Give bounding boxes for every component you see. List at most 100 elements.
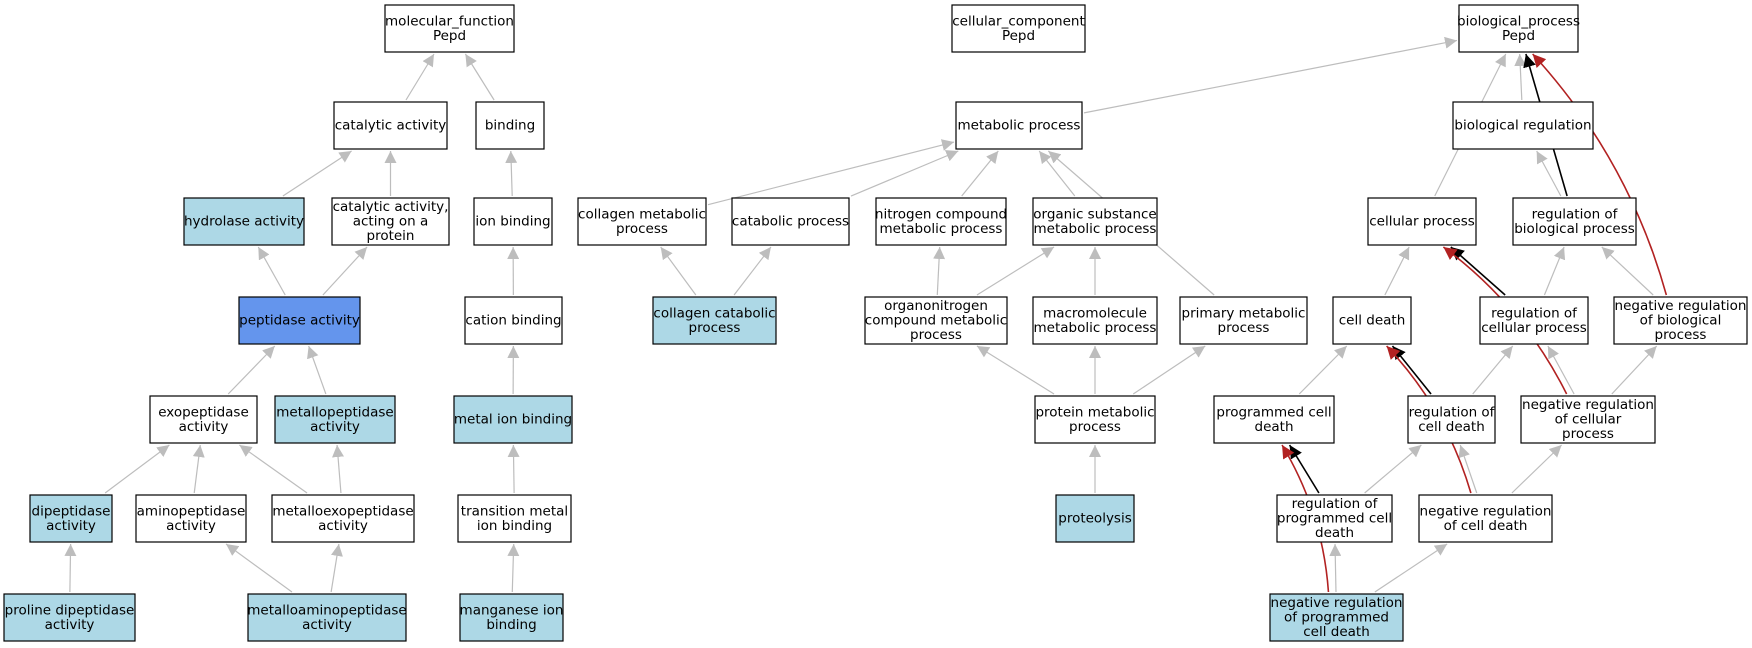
edge-is-a-organic-to-metabolic [1038, 150, 1076, 197]
edge-negatively-regulates-negbio-to-bp [1532, 53, 1668, 296]
go-term-label: process [616, 221, 668, 237]
go-term-box [135, 494, 247, 543]
go-term-label: metalloexopeptidase [272, 503, 413, 519]
go-term-label: ion binding [475, 214, 550, 230]
go-term-box [247, 593, 407, 642]
go-term-label: of biological [1640, 313, 1722, 329]
go-term-node-catalytic[interactable]: catalytic activity [333, 101, 448, 150]
go-term-box [1179, 296, 1308, 345]
go-term-label: regulation of [1292, 496, 1379, 512]
edge-is-a-transition-to-metalion [507, 444, 520, 494]
go-term-label: protein [367, 228, 415, 244]
edge-is-a-peptidase-to-catprot [322, 246, 368, 296]
go-term-box [1418, 494, 1553, 543]
go-term-box [875, 197, 1007, 246]
go-term-node-bioreg[interactable]: biological regulation [1452, 101, 1594, 150]
edge-is-a-aminopep-to-exopep [192, 444, 205, 494]
go-term-box [577, 197, 707, 246]
edge-is-a-bioreg-to-bp [1514, 53, 1527, 101]
go-term-node-ionbind[interactable]: ion binding [473, 197, 553, 246]
go-term-box [1276, 494, 1393, 543]
edge-is-a-metallopep-to-peptidase [307, 345, 327, 395]
go-term-box [1613, 296, 1748, 345]
go-term-box [464, 296, 563, 345]
go-term-box [1458, 4, 1579, 53]
edge-is-a-protmeta-to-organonit [976, 345, 1055, 395]
edge-is-a-nitrogen-to-metabolic [961, 150, 999, 197]
go-term-node-celldeath[interactable]: cell death [1332, 296, 1412, 345]
go-term-label: aminopeptidase [137, 503, 246, 519]
go-term-node-cation[interactable]: cation binding [464, 296, 563, 345]
go-term-box [1512, 197, 1637, 246]
go-term-node-metalion[interactable]: metal ion binding [453, 395, 573, 444]
go-term-node-catabolic[interactable]: catabolic process [731, 197, 850, 246]
go-term-node-peptidase[interactable]: peptidase activity [238, 296, 361, 345]
edge-is-a-organonit-to-nitrogen [933, 246, 946, 296]
go-term-label: metabolic process [1034, 221, 1157, 237]
go-term-box [3, 593, 136, 642]
edge-is-a-metalloexo-to-exopep [239, 444, 308, 494]
go-term-box [1479, 296, 1589, 345]
edge-is-a-metalloamino-to-metalloexo [330, 543, 343, 593]
edge-is-a-negdeath-to-regdeath [1458, 444, 1478, 494]
go-term-node-metabolic[interactable]: metabolic process [955, 101, 1083, 150]
edge-is-a-negdeath-to-negcell [1511, 444, 1563, 494]
edge-is-a-peptidase-to-hydrolase [257, 246, 286, 296]
go-term-label: biological regulation [1454, 118, 1591, 134]
go-term-label: process [910, 327, 962, 343]
edge-is-a-progdeath-to-celldeath [1298, 345, 1348, 395]
go-term-label: of cell death [1444, 518, 1528, 534]
go-term-label: Pepd [1002, 28, 1035, 44]
go-term-label: dipeptidase [32, 503, 111, 519]
go-term-label: process [1069, 419, 1121, 435]
go-term-label: collagen catabolic [653, 305, 775, 321]
go-term-label: cellular process [1481, 320, 1587, 336]
go-term-box [331, 197, 450, 246]
edge-is-a-regprog-to-regdeath [1364, 444, 1422, 494]
edge-is-a-negprog-to-negdeath [1374, 543, 1448, 593]
go-term-label: metabolic process [880, 221, 1003, 237]
go-term-box [274, 395, 396, 444]
go-term-label: process [1218, 320, 1270, 336]
go-term-label: of programmed [1284, 610, 1389, 626]
go-term-node-proteolysis[interactable]: proteolysis [1055, 494, 1135, 543]
go-term-node-cellproc[interactable]: cellular process [1367, 197, 1477, 246]
go-term-node-binding[interactable]: binding [475, 101, 545, 150]
go-term-label: regulation of [1532, 206, 1619, 222]
go-term-node-hydrolase[interactable]: hydrolase activity [183, 197, 305, 246]
go-term-label: protein metabolic [1035, 404, 1154, 420]
go-term-label: negative regulation [1615, 298, 1747, 314]
